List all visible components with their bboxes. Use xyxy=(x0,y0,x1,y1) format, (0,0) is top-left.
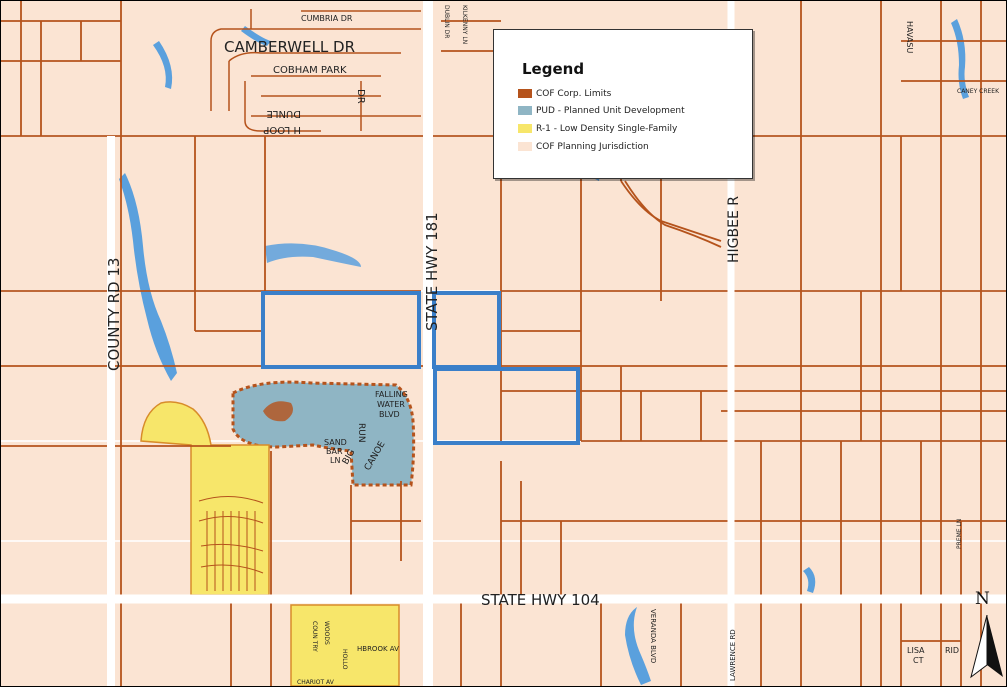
label-country: COUN TRY xyxy=(311,621,318,652)
label-caney: CANEY CREEK xyxy=(957,88,1000,95)
legend-swatch-r1 xyxy=(518,124,532,133)
subject-parcels[interactable] xyxy=(261,291,580,445)
label-ln: LN xyxy=(330,456,340,465)
label-ct: CT xyxy=(913,656,924,665)
label-lawrence: LAWRENCE RD xyxy=(729,629,737,681)
label-havasu: HAVASU xyxy=(905,21,914,53)
north-letter: N xyxy=(975,589,990,609)
label-veranda: VERANDA BLVD xyxy=(649,609,657,663)
label-dunle: DUNLE xyxy=(267,108,301,119)
legend-swatch-corp-limits xyxy=(518,89,532,98)
label-county-rd-13: COUNTY RD 13 xyxy=(105,258,123,371)
label-cobham-park: COBHAM PARK xyxy=(273,65,347,76)
legend-title: Legend xyxy=(522,60,585,78)
subdivision-streets xyxy=(198,495,264,591)
label-preme: PREME LN xyxy=(956,519,963,549)
label-chariot: CHARIOT AV xyxy=(297,679,335,686)
label-camberwell-dr: CAMBERWELL DR xyxy=(224,38,355,56)
parcel-south-east[interactable] xyxy=(433,367,580,445)
parcel-west[interactable] xyxy=(261,291,421,369)
label-dublin: DUBLIN DR xyxy=(443,5,450,38)
label-state-hwy-181: STATE HWY 181 xyxy=(423,212,441,331)
r1-zone xyxy=(140,401,270,596)
legend-swatch-pud xyxy=(518,106,532,115)
label-state-hwy-104: STATE HWY 104 xyxy=(481,591,600,609)
label-h-loop: H LOOP xyxy=(263,124,301,135)
legend-item-r1: R-1 - Low Density Single-Family xyxy=(518,123,677,135)
legend-item-pud: PUD - Planned Unit Development xyxy=(518,105,685,117)
label-sand: SAND xyxy=(324,438,347,447)
label-falling: FALLING xyxy=(375,390,408,399)
label-water: WATER xyxy=(377,400,405,409)
label-run: RUN xyxy=(356,423,366,443)
north-arrow-icon xyxy=(970,615,1003,679)
section-grid xyxy=(1,135,1006,542)
legend-swatch-jurisdiction xyxy=(518,142,532,151)
north-subdivision xyxy=(210,9,421,132)
label-blvd: BLVD xyxy=(379,410,400,419)
legend-item-corp-limits: COF Corp. Limits xyxy=(518,88,611,100)
legend-item-jurisdiction: COF Planning Jurisdiction xyxy=(518,141,649,153)
north-arrow: N xyxy=(967,589,1006,686)
label-higbee-rd: HIGBEE R xyxy=(726,196,742,263)
parcel-north-east[interactable] xyxy=(432,291,501,369)
map-legend: Legend COF Corp. Limits PUD - Planned Un… xyxy=(493,29,753,179)
label-bar: BAR xyxy=(326,447,343,456)
label-rid: RID xyxy=(945,646,959,655)
water-features xyxy=(119,19,969,685)
r1-zone-south xyxy=(290,604,400,686)
label-cumbria: CUMBRIA DR xyxy=(301,14,353,23)
label-woods: WOODS xyxy=(323,621,330,645)
label-hollo: HOLLO xyxy=(341,649,348,670)
label-kilkenny: KILKENNY LN xyxy=(461,5,468,44)
label-hbrook: HBROOK AV xyxy=(357,645,399,653)
label-lisa: LISA xyxy=(907,646,925,655)
label-dr: DR xyxy=(355,89,366,104)
